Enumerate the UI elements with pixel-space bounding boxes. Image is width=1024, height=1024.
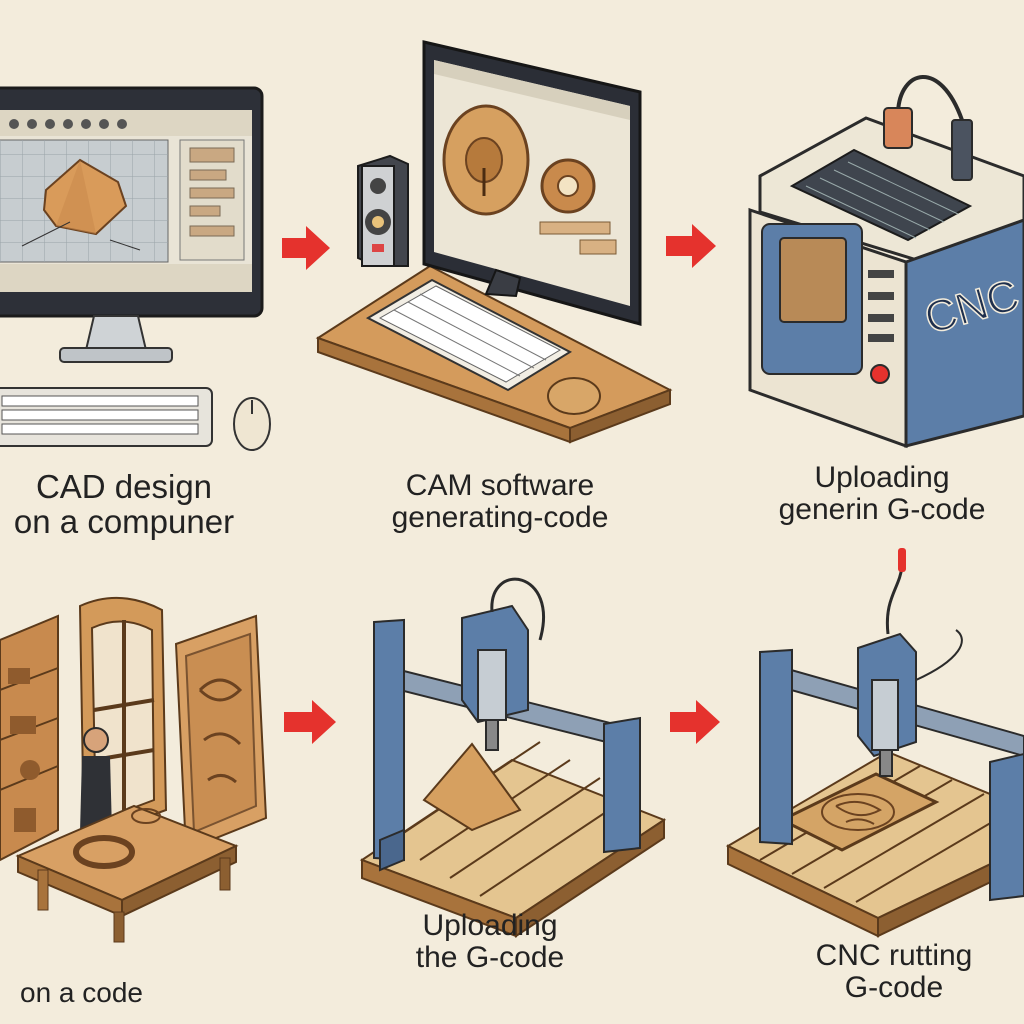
step-6-caption: CNC rutting G-code — [774, 940, 1014, 1003]
step-3-subtitle: generin G-code — [740, 494, 1024, 526]
step-3-title: Uploading — [740, 462, 1024, 494]
step-1-title: CAD design — [0, 470, 248, 505]
arrow-icon — [284, 700, 336, 744]
step-2-caption: CAM software generating-code — [350, 470, 650, 533]
step-2-subtitle: generating-code — [350, 502, 650, 534]
step-5-title: Uploading — [360, 910, 620, 942]
step-6-subtitle: G-code — [774, 972, 1014, 1004]
step-5-subtitle: the G-code — [360, 942, 620, 974]
step-4-caption: on a code — [20, 978, 180, 1007]
step-3-caption: Uploading generin G-code — [740, 462, 1024, 525]
cnc-router-icon — [362, 579, 664, 936]
speaker-icon — [358, 156, 408, 266]
mouse-icon — [548, 378, 600, 414]
step-1-subtitle: on a compuner — [0, 505, 248, 540]
step-6-title: CNC rutting — [774, 940, 1014, 972]
step-4-subtitle: on a code — [20, 978, 180, 1007]
carved-panel-icon — [176, 616, 266, 850]
mouse-icon — [234, 398, 270, 450]
bookshelf-icon — [0, 616, 58, 860]
cam-computer-illustration — [318, 42, 670, 442]
arrow-icon — [282, 226, 330, 270]
keyboard-icon — [0, 388, 212, 446]
step-2-title: CAM software — [350, 470, 650, 502]
step-5-caption: Uploading the G-code — [360, 910, 620, 973]
cnc-router-icon — [728, 548, 1024, 936]
workshop-illustration — [0, 598, 266, 942]
arrow-icon — [666, 224, 716, 268]
arrow-icon — [670, 700, 720, 744]
person-icon — [80, 728, 112, 832]
cad-computer-illustration — [0, 88, 270, 450]
monitor-icon — [0, 88, 262, 362]
step-1-caption: CAD design on a compuner — [0, 470, 248, 539]
cnc-machine-icon — [750, 77, 1024, 446]
